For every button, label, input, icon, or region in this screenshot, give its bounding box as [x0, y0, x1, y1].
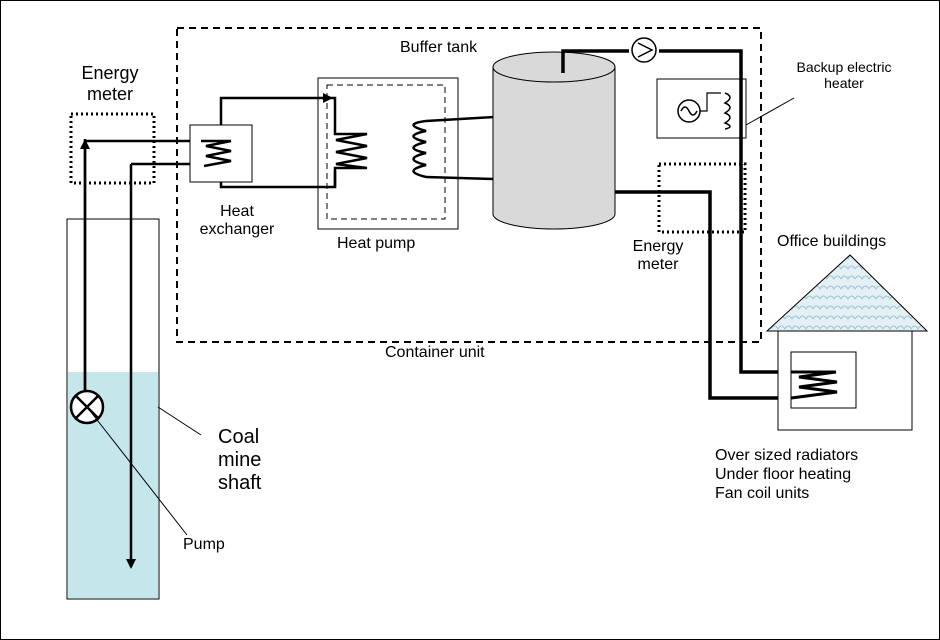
- heat-pump-inner: [326, 84, 446, 220]
- backup-heater-box: [656, 78, 747, 139]
- heat-exchanger-coil: [201, 139, 232, 168]
- heater-element-coil: [723, 92, 731, 130]
- container-unit-boundary: [176, 27, 762, 343]
- heat-pump-evaporator-coil: [331, 96, 368, 187]
- coal-mine-shaft-label: Coal mine shaft: [218, 426, 262, 494]
- pump-label: Pump: [183, 536, 225, 553]
- office-building-icon: [765, 254, 929, 431]
- heater-wiring: [700, 92, 721, 112]
- office-buildings-label: Office buildings: [777, 233, 887, 250]
- pipe-tank-to-circ-pump: [561, 49, 629, 73]
- pipe-supply-to-building: [739, 49, 791, 374]
- heat-exchanger-label: Heat exchanger: [199, 203, 275, 239]
- shaft-leader-line: [157, 406, 202, 436]
- pipe-return-from-building: [615, 190, 791, 400]
- pump-leader-line: [86, 406, 188, 536]
- energy-meter-right-label: Energy meter: [632, 238, 684, 274]
- backup-heater-leader: [745, 97, 795, 126]
- heating-systems-label: Over sized radiators Under floor heating…: [715, 447, 859, 503]
- heat-pump-condenser-coil: [412, 119, 427, 179]
- ac-source-icon: [677, 99, 701, 123]
- backup-heater-label: Backup electric heater: [796, 59, 892, 92]
- building-radiator-coil: [790, 370, 838, 400]
- energy-meter-left-box: [69, 112, 156, 185]
- buffer-tank-label: Buffer tank: [400, 39, 478, 56]
- pipe-exchanger-to-pump-top: [219, 93, 333, 125]
- energy-meter-left-label: Energy meter: [81, 63, 139, 104]
- buffer-tank: [492, 51, 616, 230]
- energy-meter-right-box: [657, 162, 747, 234]
- circulation-pump-icon: [631, 37, 657, 63]
- heat-pump-outer: [317, 77, 459, 230]
- heat-pump-label: Heat pump: [337, 235, 416, 252]
- container-unit-label: Container unit: [385, 344, 485, 361]
